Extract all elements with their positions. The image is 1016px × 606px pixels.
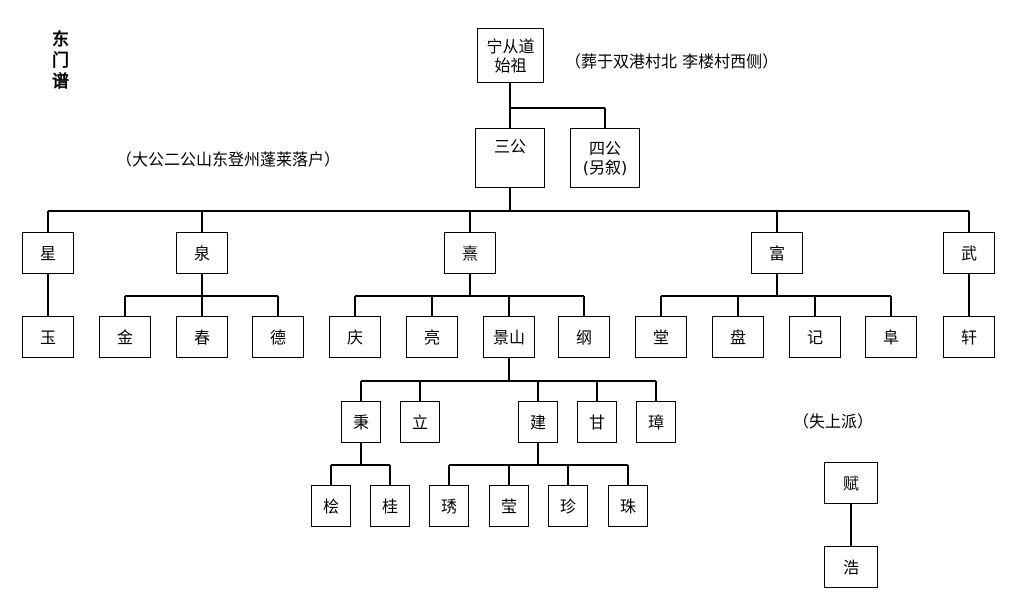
burial-note: （葬于双港村北 李楼村西侧）: [565, 52, 779, 71]
person-box-yu: 玉: [22, 316, 74, 358]
genealogy-title: 东门谱: [52, 30, 69, 92]
person-box-xi: 熹: [444, 232, 496, 274]
person-box-hui: 桧: [311, 485, 351, 527]
person-box-ying: 莹: [489, 485, 529, 527]
person-box-sangong: 三公: [475, 128, 545, 188]
person-box-quan: 泉: [176, 232, 228, 274]
person-box-founder: 宁从道 始祖: [477, 28, 544, 83]
person-box-xuan: 轩: [943, 316, 995, 358]
person-box-fou: 阜: [865, 316, 917, 358]
person-box-zhang: 璋: [636, 401, 676, 443]
person-box-xiu: 琇: [429, 485, 469, 527]
branch-note: （失上派）: [793, 412, 874, 431]
person-box-pan: 盘: [712, 316, 764, 358]
person-box-li: 立: [400, 401, 440, 443]
person-box-liang: 亮: [406, 316, 458, 358]
person-box-jingshan: 景山: [483, 316, 535, 358]
person-box-chun: 春: [176, 316, 228, 358]
person-box-gan: 甘: [577, 401, 617, 443]
person-box-jin: 金: [99, 316, 151, 358]
person-box-gang: 纲: [558, 316, 610, 358]
person-box-fu: 富: [751, 232, 803, 274]
person-box-bing: 秉: [341, 401, 381, 443]
person-box-tang: 堂: [635, 316, 687, 358]
person-box-zhu: 珠: [608, 485, 648, 527]
person-box-wu: 武: [943, 232, 995, 274]
person-box-sigong: 四公 (另叙): [570, 128, 640, 188]
person-box-jian: 建: [518, 401, 558, 443]
person-box-qing: 庆: [329, 316, 381, 358]
person-box-xing: 星: [22, 232, 74, 274]
person-box-hao: 浩: [824, 546, 878, 588]
person-box-fu2: 赋: [824, 462, 878, 504]
person-box-de: 德: [252, 316, 304, 358]
person-box-gui: 桂: [370, 485, 410, 527]
origin-note: （大公二公山东登州蓬莱落户）: [116, 150, 341, 169]
person-box-ji: 记: [789, 316, 841, 358]
person-box-zhen: 珍: [548, 485, 588, 527]
